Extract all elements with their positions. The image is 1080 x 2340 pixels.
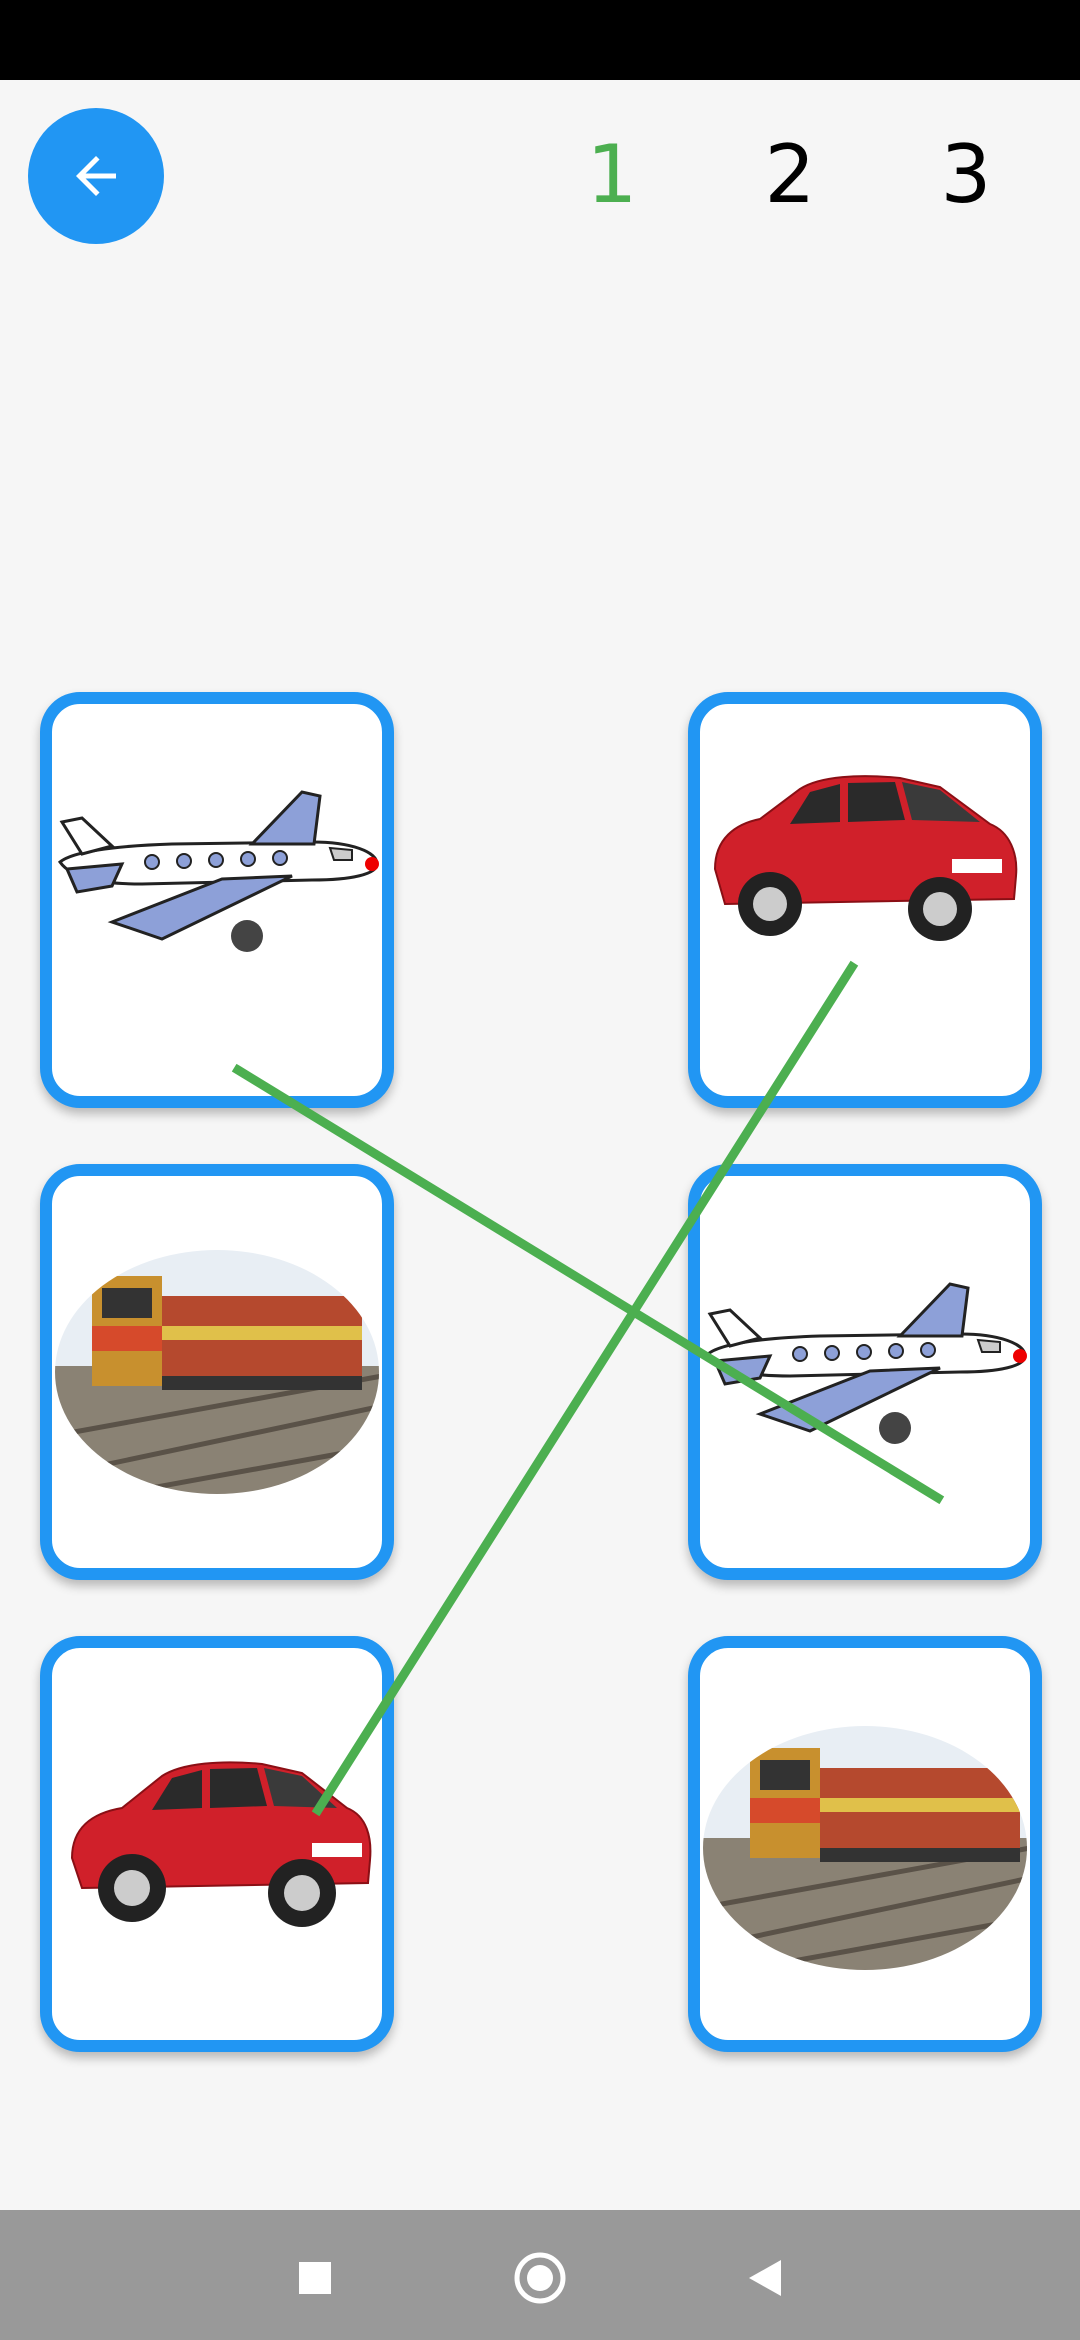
train-icon: [703, 1726, 1027, 1970]
arrow-left-icon: [76, 156, 116, 196]
status-bar: [0, 0, 1080, 80]
car-icon: [713, 775, 1018, 941]
navigation-bar: [0, 2210, 1080, 2340]
card-left-airplane[interactable]: [40, 692, 394, 1108]
level-2[interactable]: 2: [764, 128, 816, 221]
nav-back-button[interactable]: [725, 2238, 805, 2318]
nav-recents-button[interactable]: [275, 2238, 355, 2318]
airplane-icon: [705, 1282, 1027, 1444]
level-1[interactable]: 1: [586, 128, 638, 221]
card-right-train[interactable]: [688, 1636, 1042, 2052]
card-right-car[interactable]: [688, 692, 1042, 1108]
car-icon: [70, 1761, 372, 1927]
back-button[interactable]: [28, 108, 164, 244]
card-left-car[interactable]: [40, 1636, 394, 2052]
train-icon: [55, 1250, 379, 1494]
nav-home-button[interactable]: [500, 2238, 580, 2318]
circle-icon: [514, 2252, 566, 2304]
card-left-train[interactable]: [40, 1164, 394, 1580]
square-icon: [299, 2262, 331, 2294]
level-3[interactable]: 3: [940, 128, 992, 221]
airplane-icon: [57, 790, 379, 952]
card-right-airplane[interactable]: [688, 1164, 1042, 1580]
triangle-back-icon: [749, 2260, 781, 2296]
